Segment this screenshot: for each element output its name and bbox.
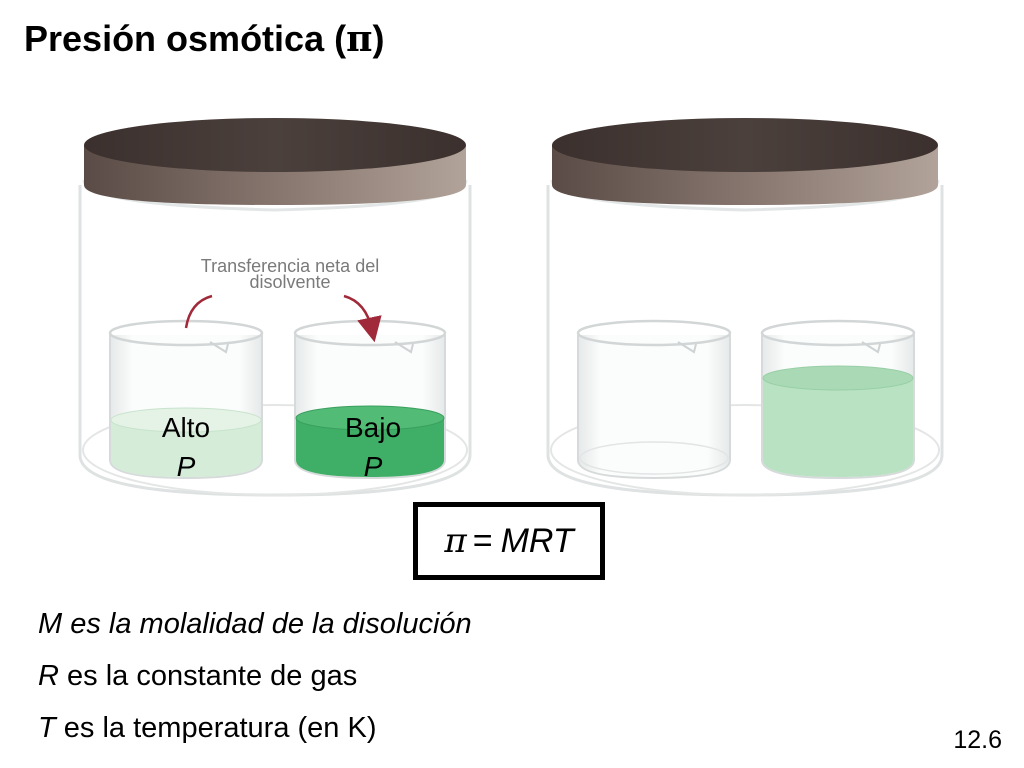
definition-t-symbol: T [38,712,56,744]
formula-equals: = [472,521,493,560]
definition-t: T es la temperatura (en K) [38,712,376,745]
definition-r-text: es la constante de gas [67,660,358,692]
title-pi-symbol: π [346,18,373,60]
formula-pi-symbol: π [444,521,467,561]
left-jar: Transferencia neta del disolvente Alto P… [78,118,472,497]
empty-beaker [576,319,732,480]
left-beaker-label: Alto [162,412,210,443]
definition-t-text: es la temperatura (en K) [63,712,377,744]
right-jar [546,118,944,497]
definition-m-text: es la molalidad de la disolución [70,608,472,640]
formula-rhs: MRT [500,521,574,560]
slide-title: Presión osmótica (π) [24,18,384,60]
definition-r-symbol: R [38,660,59,692]
transfer-label-line-1: Transferencia neta del [201,256,379,276]
definition-r: R es la constante de gas [38,660,357,693]
left-transfer-arrow [184,294,213,329]
right-beaker-low-pressure [293,319,447,480]
left-beaker-high-pressure [108,319,264,480]
right-transfer-arrow [343,294,382,343]
definition-m: M es la molalidad de la disolución [38,608,472,641]
right-jar-lid [552,118,938,205]
filled-beaker [760,319,916,480]
transfer-label-line-2: disolvente [249,272,330,292]
left-jar-lid [84,118,466,205]
right-beaker-label: Bajo [345,412,401,443]
definition-m-symbol: M [38,608,63,640]
right-beaker-pressure-var: P [364,451,383,482]
title-close-paren: ) [372,18,385,59]
slide-number: 12.6 [953,726,1002,754]
left-beaker-pressure-var: P [177,451,196,482]
osmotic-pressure-formula: π=MRT [413,502,605,580]
title-text: Presión osmótica ( [24,18,347,59]
osmotic-pressure-diagram: Transferencia neta del disolvente Alto P… [78,118,944,497]
